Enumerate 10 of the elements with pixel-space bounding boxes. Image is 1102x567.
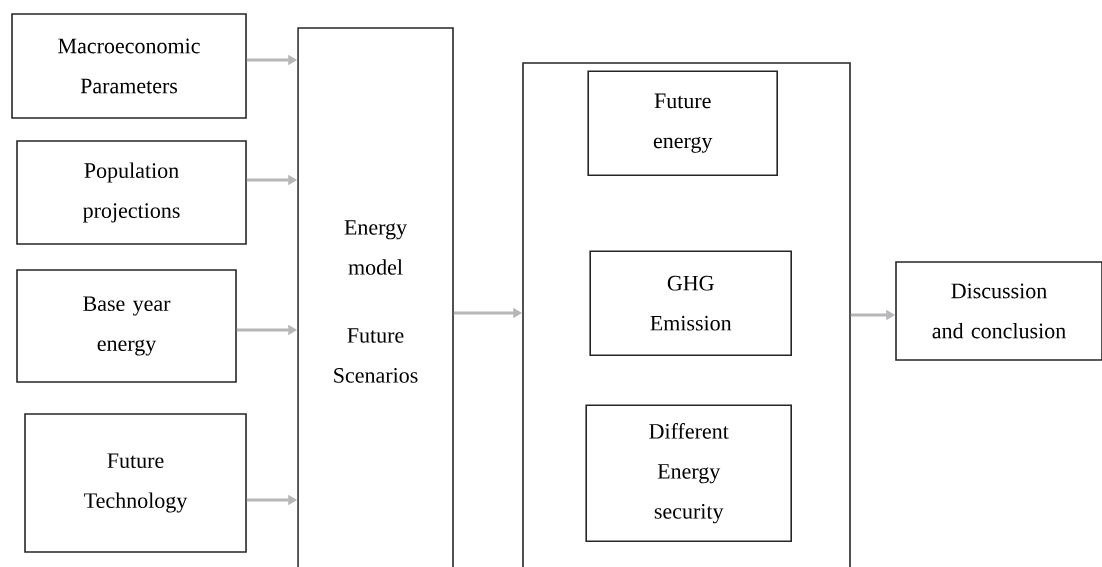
process-box: Macroeconomic Parameters (11, 13, 247, 119)
process-box: Discussion and conclusion (895, 261, 1102, 361)
process-box: Different Energy security (585, 404, 792, 542)
process-box: Future Technology (24, 413, 247, 553)
process-box: Base year energy (16, 269, 237, 383)
process-box: GHG Emission (589, 250, 792, 356)
container-box (522, 62, 851, 567)
model-box: Energy model Future Scenarios (297, 27, 454, 567)
process-box: Population projections (16, 140, 247, 245)
process-box: Future energy (587, 70, 778, 176)
